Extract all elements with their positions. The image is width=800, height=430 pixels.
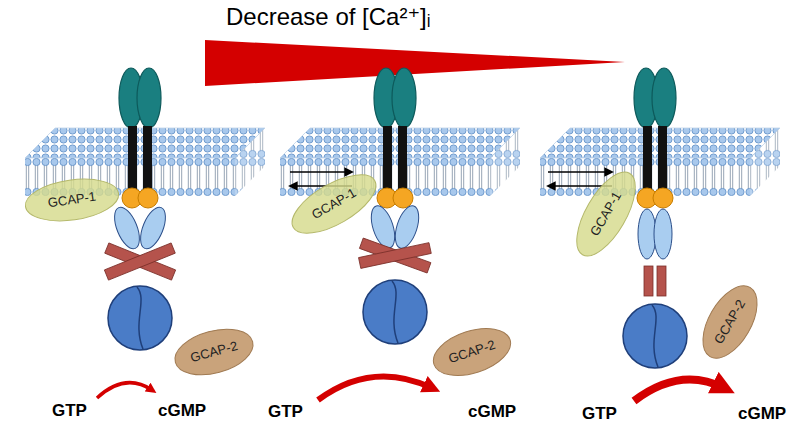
guanylate-cyclase-dimer-part bbox=[652, 305, 658, 367]
guanylate-cyclase-dimer-part bbox=[359, 238, 430, 273]
guanylate-cyclase-dimer-part bbox=[638, 209, 656, 259]
guanylate-cyclase-dimer-part bbox=[359, 243, 432, 269]
gcap2-protein: GCAP-2 bbox=[690, 275, 769, 368]
molecule-label: GTP bbox=[582, 404, 617, 424]
equilibrium-arrows-part bbox=[548, 171, 612, 173]
molecule-label: GTP bbox=[52, 401, 87, 421]
molecule-label: GTP bbox=[268, 402, 303, 422]
catalysis-arrow bbox=[634, 380, 724, 401]
guanylate-cyclase-dimer-part bbox=[391, 203, 424, 251]
guanylate-cyclase-dimer-part bbox=[105, 243, 176, 280]
guanylate-cyclase-dimer-part bbox=[654, 209, 672, 259]
guanylate-cyclase-dimer-part bbox=[119, 68, 161, 208]
guanylate-cyclase-dimer bbox=[280, 68, 520, 344]
node-ellipse bbox=[23, 174, 122, 227]
node-ellipse bbox=[283, 163, 384, 245]
node-ellipse bbox=[170, 321, 258, 382]
gcap2-protein: GCAP-2 bbox=[169, 320, 260, 384]
guanylate-cyclase-dimer-part bbox=[657, 266, 666, 296]
guanylate-cyclase-dimer-part bbox=[623, 304, 687, 368]
guanylate-cyclase-dimer-part bbox=[108, 286, 172, 350]
node-ellipse bbox=[692, 277, 768, 367]
guanylate-cyclase-dimer-part bbox=[374, 68, 416, 208]
guanylate-cyclase-dimer bbox=[25, 68, 265, 350]
gcap2-protein: GCAP-2 bbox=[426, 318, 518, 385]
guanylate-cyclase-dimer-part bbox=[392, 281, 398, 343]
guanylate-cyclase-dimer-part bbox=[634, 68, 676, 208]
guanylate-cyclase-dimer bbox=[540, 68, 780, 368]
node-ellipse bbox=[427, 320, 516, 385]
guanylate-cyclase-dimer-part bbox=[363, 280, 427, 344]
node-ellipse bbox=[565, 163, 647, 264]
equilibrium-arrows-part bbox=[290, 171, 352, 173]
catalysis-arrow bbox=[318, 376, 432, 400]
molecule-label: cGMP bbox=[158, 401, 206, 421]
molecule-label: cGMP bbox=[468, 402, 516, 422]
molecule-label: cGMP bbox=[738, 404, 786, 424]
calcium-gradient-wedge bbox=[205, 40, 625, 86]
title: Decrease of [Ca²⁺]ᵢ bbox=[226, 3, 431, 31]
guanylate-cyclase-dimer-part bbox=[137, 287, 143, 349]
guanylate-cyclase-dimer-part bbox=[104, 243, 175, 280]
catalysis-arrow bbox=[97, 383, 152, 398]
guanylate-cyclase-dimer-part bbox=[644, 266, 653, 296]
